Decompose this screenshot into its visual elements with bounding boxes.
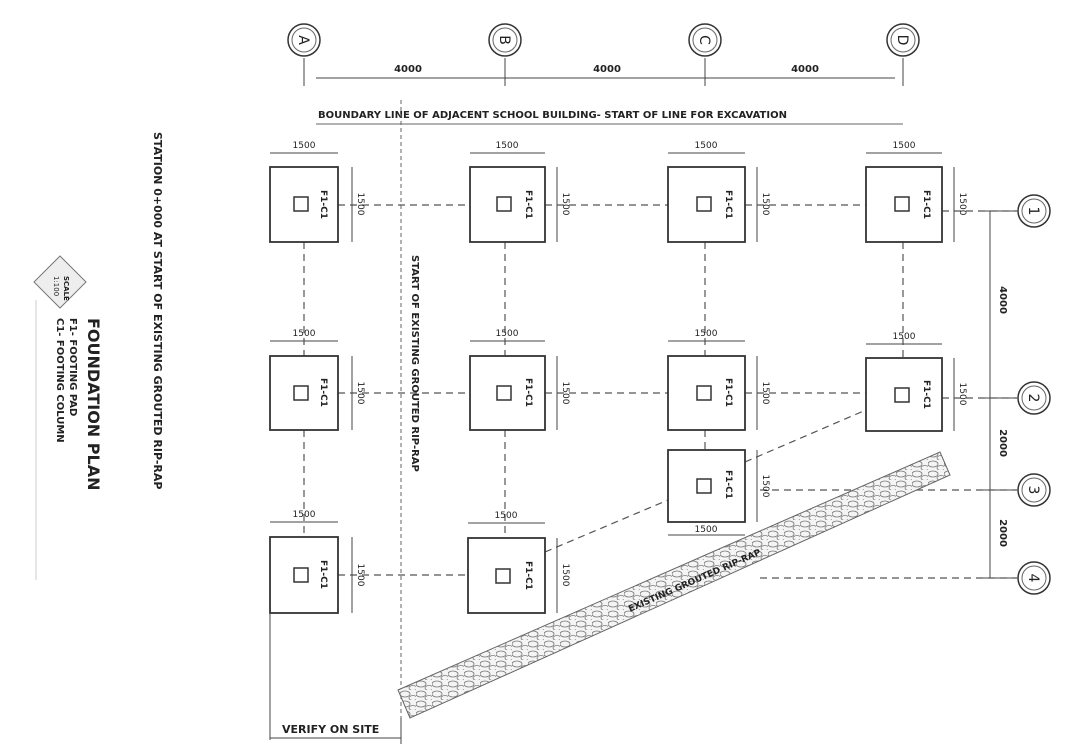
grid-number-4: 4: [1025, 574, 1041, 583]
footing-b2: F1-C1 1500 1500: [469, 329, 570, 431]
footing-tag: F1-C1: [318, 560, 328, 589]
pad-length: 1500: [760, 193, 770, 216]
footing-c1: F1-C1 1500 1500: [667, 141, 770, 243]
spacing-3-4: 2000: [997, 519, 1008, 547]
grid-number-1: 1: [1025, 207, 1041, 216]
footing-a2: F1-C1 1500 1500: [269, 329, 365, 431]
grid-bubble-c: C: [688, 23, 722, 57]
riprap-slope: [397, 451, 951, 719]
pad-length: 1500: [560, 564, 570, 587]
footing-c2: F1-C1 1500 1500: [667, 329, 770, 431]
pad-length: 1500: [957, 193, 967, 216]
footing-b3: F1-C1 1500 1500: [467, 511, 570, 614]
footing-b1: F1-C1 1500 1500: [469, 141, 570, 243]
grid-bubble-4: 4: [1017, 561, 1051, 595]
top-dimension-line: [303, 58, 904, 86]
pad-length: 1500: [355, 382, 365, 405]
footing-c3: F1-C1 1500 1500: [667, 449, 770, 536]
footing-tag: F1-C1: [921, 380, 931, 409]
pad-width: 1500: [893, 141, 916, 151]
pad-width: 1500: [695, 525, 718, 535]
boundary-note: BOUNDARY LINE OF ADJACENT SCHOOL BUILDIN…: [318, 110, 787, 121]
grid-letter-a: A: [295, 35, 311, 45]
pad-width: 1500: [695, 329, 718, 339]
scale-badge: SCALE 1:100: [33, 255, 87, 309]
pad-length: 1500: [355, 193, 365, 216]
footing-tag: F1-C1: [921, 190, 931, 219]
spacing-2-3: 2000: [997, 429, 1008, 457]
grid-bubble-3: 3: [1017, 473, 1051, 507]
pad-width: 1500: [695, 141, 718, 151]
pad-width: 1500: [893, 332, 916, 342]
footing-tag: F1-C1: [723, 190, 733, 219]
grid-bubble-d: D: [886, 23, 920, 57]
spacing-a-b: 4000: [394, 64, 422, 75]
spacing-1-2: 4000: [997, 286, 1008, 314]
riprap-note: START OF EXISTING GROUTED RIP-RAP: [409, 255, 420, 472]
footing-tag: F1-C1: [318, 190, 328, 219]
station-note: STATION 0+000 AT START OF EXISTING GROUT…: [151, 132, 164, 489]
pad-length: 1500: [560, 193, 570, 216]
footing-a1: F1-C1 1500 1500: [269, 141, 365, 243]
pad-width: 1500: [496, 141, 519, 151]
grid-number-3: 3: [1025, 486, 1041, 495]
spacing-c-d: 4000: [791, 64, 819, 75]
footing-tag: F1-C1: [723, 470, 733, 499]
pad-width: 1500: [496, 329, 519, 339]
legend-footing-pad: F1- FOOTING PAD: [67, 318, 78, 416]
grid-number-2: 2: [1025, 394, 1041, 403]
verify-note: VERIFY ON SITE: [282, 723, 379, 736]
pad-length: 1500: [760, 382, 770, 405]
footing-d1: F1-C1 1500 1500: [865, 141, 967, 243]
plan-title: FOUNDATION PLAN: [84, 318, 103, 490]
footing-d2: F1-C1 1500 1500: [865, 332, 967, 432]
grid-bubble-b: B: [488, 23, 522, 57]
footing-tag: F1-C1: [723, 378, 733, 407]
footing-a3: F1-C1 1500 1500: [269, 510, 365, 614]
pad-length: 1500: [760, 475, 770, 498]
spacing-b-c: 4000: [593, 64, 621, 75]
scale-label: SCALE: [62, 276, 70, 301]
grid-bubble-1: 1: [1017, 194, 1051, 228]
tie-beams: [303, 204, 904, 576]
grid-bubble-2: 2: [1017, 381, 1051, 415]
grid-letter-c: C: [696, 35, 712, 45]
verify-dimension: [269, 613, 402, 744]
pad-width: 1500: [293, 329, 316, 339]
pad-width: 1500: [293, 141, 316, 151]
pad-length: 1500: [355, 564, 365, 587]
scale-value: 1:100: [52, 276, 60, 296]
footing-tag: F1-C1: [523, 378, 533, 407]
pad-width: 1500: [495, 511, 518, 521]
pad-length: 1500: [957, 383, 967, 406]
pad-width: 1500: [293, 510, 316, 520]
footing-tag: F1-C1: [523, 190, 533, 219]
footing-tag: F1-C1: [523, 561, 533, 590]
grid-letter-b: B: [496, 35, 512, 45]
legend-footing-column: C1- FOOTING COLUMN: [54, 318, 65, 443]
pad-length: 1500: [560, 382, 570, 405]
grid-letter-d: D: [894, 35, 910, 46]
grid-bubble-a: A: [287, 23, 321, 57]
footing-tag: F1-C1: [318, 378, 328, 407]
